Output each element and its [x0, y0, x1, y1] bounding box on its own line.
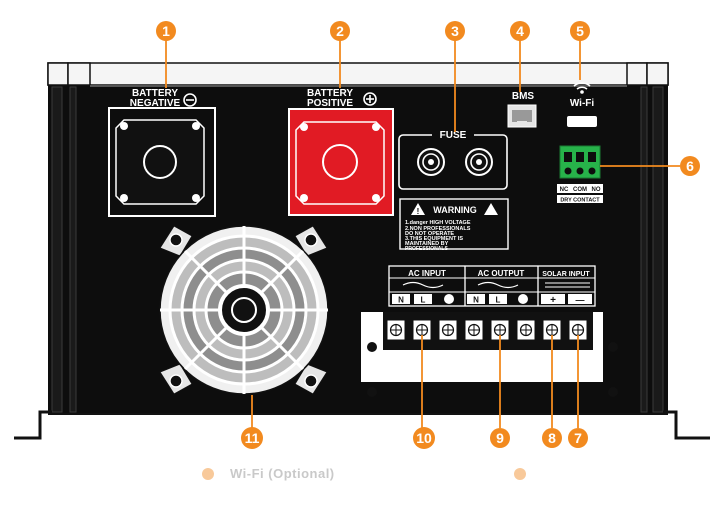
cooling-fan — [159, 225, 329, 395]
marker-8: 8 — [542, 428, 562, 448]
battery-positive-terminal — [288, 108, 394, 216]
svg-text:5: 5 — [576, 23, 584, 39]
battery-positive-label-line2: POSITIVE — [307, 98, 353, 109]
wifi-label: Wi-Fi — [570, 98, 595, 109]
marker-2: 2 — [330, 21, 350, 41]
footer-marker-right — [514, 468, 526, 480]
pin-label-nc: NC — [560, 187, 569, 193]
battery-negative-label-line2: NEGATIVE — [130, 98, 181, 109]
svg-text:6: 6 — [686, 158, 694, 174]
marker-1: 1 — [156, 21, 176, 41]
svg-text:1: 1 — [162, 23, 170, 39]
marker-6: 6 — [680, 156, 700, 176]
svg-text:7: 7 — [574, 430, 582, 446]
terminal-letter-minus: — — [576, 295, 585, 305]
leader-lines — [165, 40, 680, 428]
terminal-letter-plus: + — [550, 295, 556, 306]
marker-11: 11 — [241, 427, 263, 449]
terminal-letter-l-out: L — [496, 296, 501, 305]
battery-negative-terminal — [108, 107, 216, 217]
warning-line-6: PROFESSIONALS — [405, 246, 448, 252]
marker-9: 9 — [490, 428, 510, 448]
ac-output-label: AC OUTPUT — [478, 269, 525, 278]
svg-text:9: 9 — [496, 430, 504, 446]
marker-3: 3 — [445, 21, 465, 41]
terminal-letter-n-in: N — [398, 296, 404, 305]
battery-positive-label-line1: BATTERY — [307, 88, 353, 99]
warning-line-2: 2.NON PROFESSIONALS — [405, 226, 471, 232]
terminal-letter-l-in: L — [421, 296, 426, 305]
dry-contact-label: DRY CONTACT — [560, 198, 600, 204]
pin-label-com: COM — [573, 187, 587, 193]
plus-symbol-icon — [363, 92, 377, 106]
svg-text:10: 10 — [416, 430, 432, 446]
svg-text:3: 3 — [451, 23, 459, 39]
svg-text:8: 8 — [548, 430, 556, 446]
marker-10: 10 — [413, 427, 435, 449]
terminal-header — [388, 265, 596, 307]
footer-caption-fragment: Wi-Fi (Optional) — [230, 466, 335, 481]
terminal-letter-n-out: N — [473, 296, 479, 305]
wifi-icon — [573, 82, 591, 94]
pin-label-no: NO — [592, 187, 601, 193]
footer-marker-left — [202, 468, 214, 480]
ac-input-label: AC INPUT — [408, 269, 446, 278]
wifi-usb-port — [567, 116, 597, 127]
terminal-block — [361, 312, 618, 397]
warning-line-1: 1.danger HIGH VOLTAGE — [405, 220, 471, 226]
warning-title: WARNING — [433, 205, 477, 215]
solar-input-label: SOLAR INPUT — [542, 271, 590, 278]
svg-text:!: ! — [417, 207, 420, 216]
warning-line-5: MAINTAINED BY — [405, 241, 449, 247]
fuse-label: FUSE — [440, 130, 467, 141]
warning-plate: ! WARNING 1.danger HIGH VOLTAGE 2.NON PR… — [399, 198, 509, 252]
minus-symbol-icon — [183, 93, 197, 107]
dry-contact-connector — [559, 145, 601, 179]
bms-port — [507, 104, 537, 128]
bms-label: BMS — [512, 91, 535, 102]
svg-text:4: 4 — [516, 23, 524, 39]
dry-contact-pin-labels: NC COM NO DRY CONTACT — [557, 184, 603, 204]
marker-4: 4 — [510, 21, 530, 41]
svg-text:11: 11 — [245, 430, 260, 446]
svg-text:2: 2 — [336, 23, 344, 39]
warning-line-4: 3.THIS EQUIPMENT IS — [405, 236, 463, 242]
warning-line-3: DO NOT OPERATE — [405, 231, 454, 237]
fuse-holder — [398, 128, 508, 190]
marker-5: 5 — [570, 21, 590, 41]
battery-negative-label-line1: BATTERY — [132, 88, 178, 99]
marker-7: 7 — [568, 428, 588, 448]
